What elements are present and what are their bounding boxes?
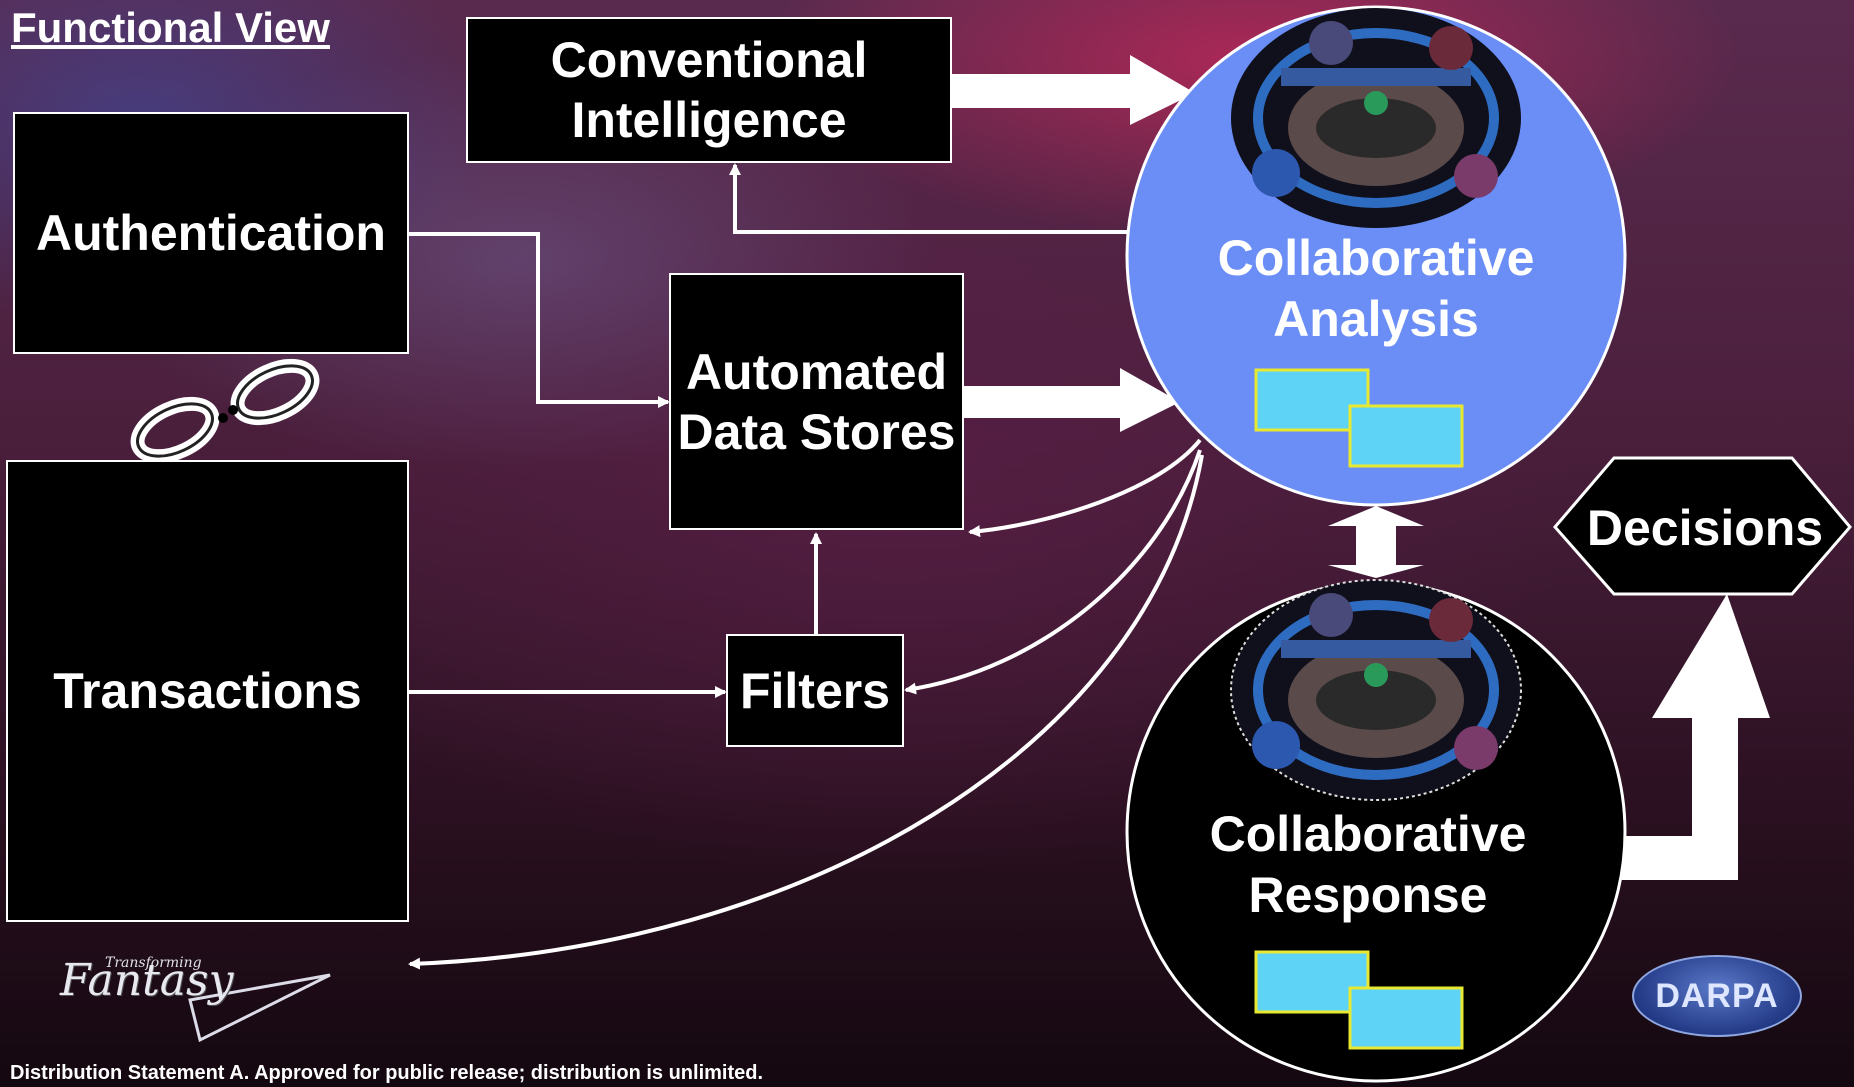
conventional-intelligence-box: Conventional Intelligence [466,17,952,163]
analysis-to-datastores-curve [968,438,1202,538]
datastores-to-analysis-arrow [950,368,1180,432]
automated-data-stores-box: Automated Data Stores [669,273,964,530]
intel-to-analysis-arrow [952,55,1195,125]
transactions-box: Transactions [6,460,409,922]
decisions-label: Decisions [1586,500,1824,556]
sticky-notes-response [1254,950,1464,1050]
analysis-to-filters-curve [904,449,1202,695]
auth-to-datastores-line [408,232,670,408]
filters-box: Filters [726,634,904,747]
fantasy-logo-swoosh [188,973,331,1043]
collaborative-analysis-label: Collaborative Analysis [1217,230,1535,347]
meeting-room-image-response [1230,579,1522,801]
authentication-box: Authentication [13,112,409,354]
fantasy-logo-tagline: Transforming [105,955,202,971]
darpa-logo: DARPA [1632,955,1802,1037]
authentication-label: Authentication [36,205,386,261]
conventional-intelligence-label: Conventional Intelligence [550,32,868,148]
chain-link-icon [130,358,320,464]
analysis-to-transactions-curve [408,454,1204,970]
response-to-decisions-arrow [1620,594,1770,880]
distribution-statement: Distribution Statement A. Approved for p… [10,1062,764,1084]
decisions-hexagon [1553,456,1852,596]
page-title: Functional View [11,4,330,51]
sticky-notes-analysis [1254,368,1464,468]
fantasy-logo: Fantasy [60,955,234,1006]
filters-label: Filters [739,662,891,719]
transactions-label: Transactions [53,663,362,719]
meeting-room-image-analysis [1231,8,1521,228]
collaborative-response-label: Collaborative Response [1209,806,1527,923]
analysis-response-double-arrow [1328,506,1424,578]
analysis-to-intel-line [729,163,1130,234]
automated-data-stores-label: Automated Data Stores [677,343,956,460]
